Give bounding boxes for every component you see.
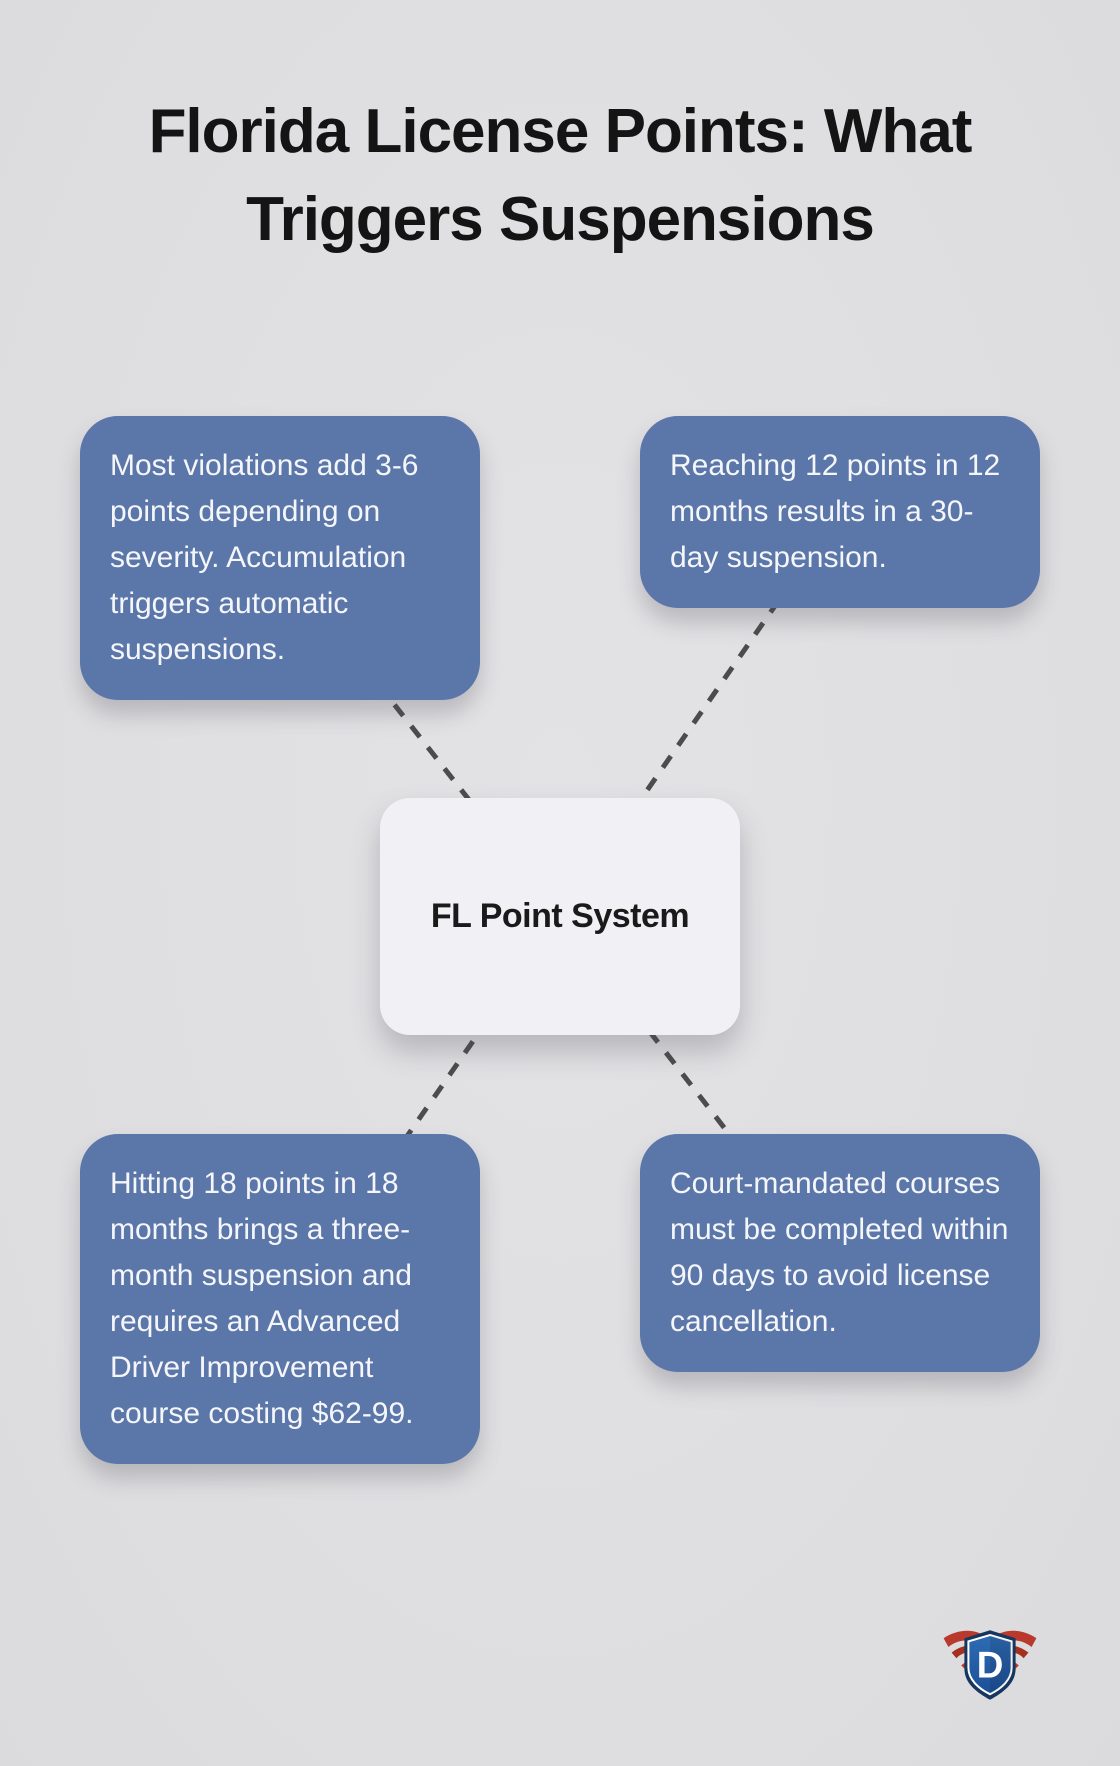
logo-letter: D <box>977 1644 1004 1685</box>
info-card-text: Reaching 12 points in 12 months results … <box>670 449 1001 574</box>
center-node: FL Point System <box>380 798 740 1035</box>
info-card-text: Court-mandated courses must be completed… <box>670 1167 1009 1338</box>
logo-shield-icon: D <box>964 1630 1016 1700</box>
info-card-text: Most violations add 3-6 points depending… <box>110 449 419 666</box>
info-card-bottom-left: Hitting 18 points in 18 months brings a … <box>80 1134 480 1464</box>
info-card-top-left: Most violations add 3-6 points depending… <box>80 416 480 700</box>
page-title: Florida License Points: What Triggers Su… <box>148 97 973 254</box>
info-card-bottom-right: Court-mandated courses must be completed… <box>640 1134 1040 1372</box>
info-card-top-right: Reaching 12 points in 12 months results … <box>640 416 1040 608</box>
brand-logo: D <box>943 1630 1037 1700</box>
center-node-label: FL Point System <box>430 897 690 935</box>
info-card-text: Hitting 18 points in 18 months brings a … <box>110 1167 414 1430</box>
